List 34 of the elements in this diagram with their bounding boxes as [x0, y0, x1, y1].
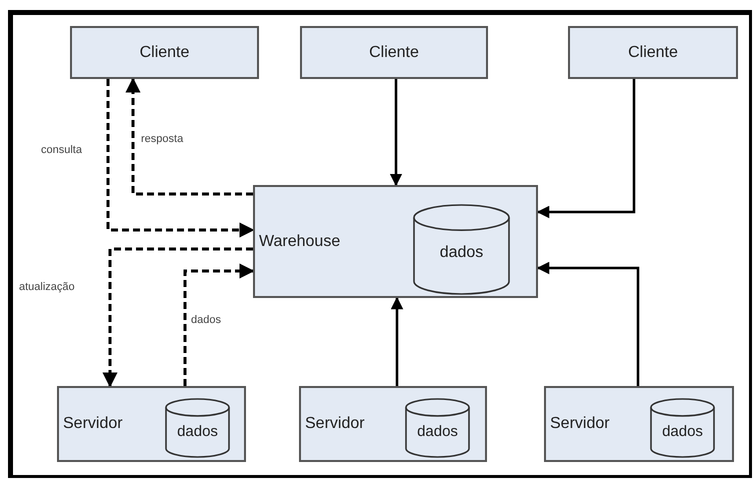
- node-label: Cliente: [140, 44, 190, 62]
- component-box: [568, 26, 738, 79]
- arrow: [536, 262, 640, 386]
- arrow: [390, 79, 402, 186]
- node-label: dados: [662, 422, 703, 440]
- node-label: Servidor: [550, 415, 610, 433]
- component-box: [253, 185, 538, 298]
- database-cylinder: [405, 399, 470, 457]
- component-box: [70, 26, 259, 79]
- arrow: [390, 296, 404, 386]
- node-label: dados: [177, 422, 218, 440]
- database-cylinder: [165, 399, 230, 457]
- node-label: dados: [440, 244, 484, 262]
- edge-label: dados: [190, 314, 222, 326]
- node-label: Warehouse: [259, 232, 340, 250]
- database-cylinder: [650, 399, 715, 457]
- component-box: [300, 26, 488, 79]
- arrow: [184, 264, 254, 386]
- edge-label: atualização: [18, 281, 76, 293]
- component-box: [57, 386, 246, 462]
- edge-label: resposta: [140, 133, 184, 145]
- arrow: [106, 79, 254, 238]
- edge-label: consulta: [40, 144, 83, 156]
- arrow: [126, 78, 253, 196]
- node-label: Cliente: [369, 44, 419, 62]
- arrow: [536, 79, 636, 218]
- node-label: Cliente: [628, 44, 678, 62]
- node-label: Servidor: [305, 415, 365, 433]
- arrow: [102, 248, 253, 388]
- component-box: [299, 386, 487, 462]
- database-cylinder: [413, 205, 510, 294]
- node-label: dados: [417, 422, 458, 440]
- node-label: Servidor: [63, 415, 123, 433]
- component-box: [544, 386, 734, 462]
